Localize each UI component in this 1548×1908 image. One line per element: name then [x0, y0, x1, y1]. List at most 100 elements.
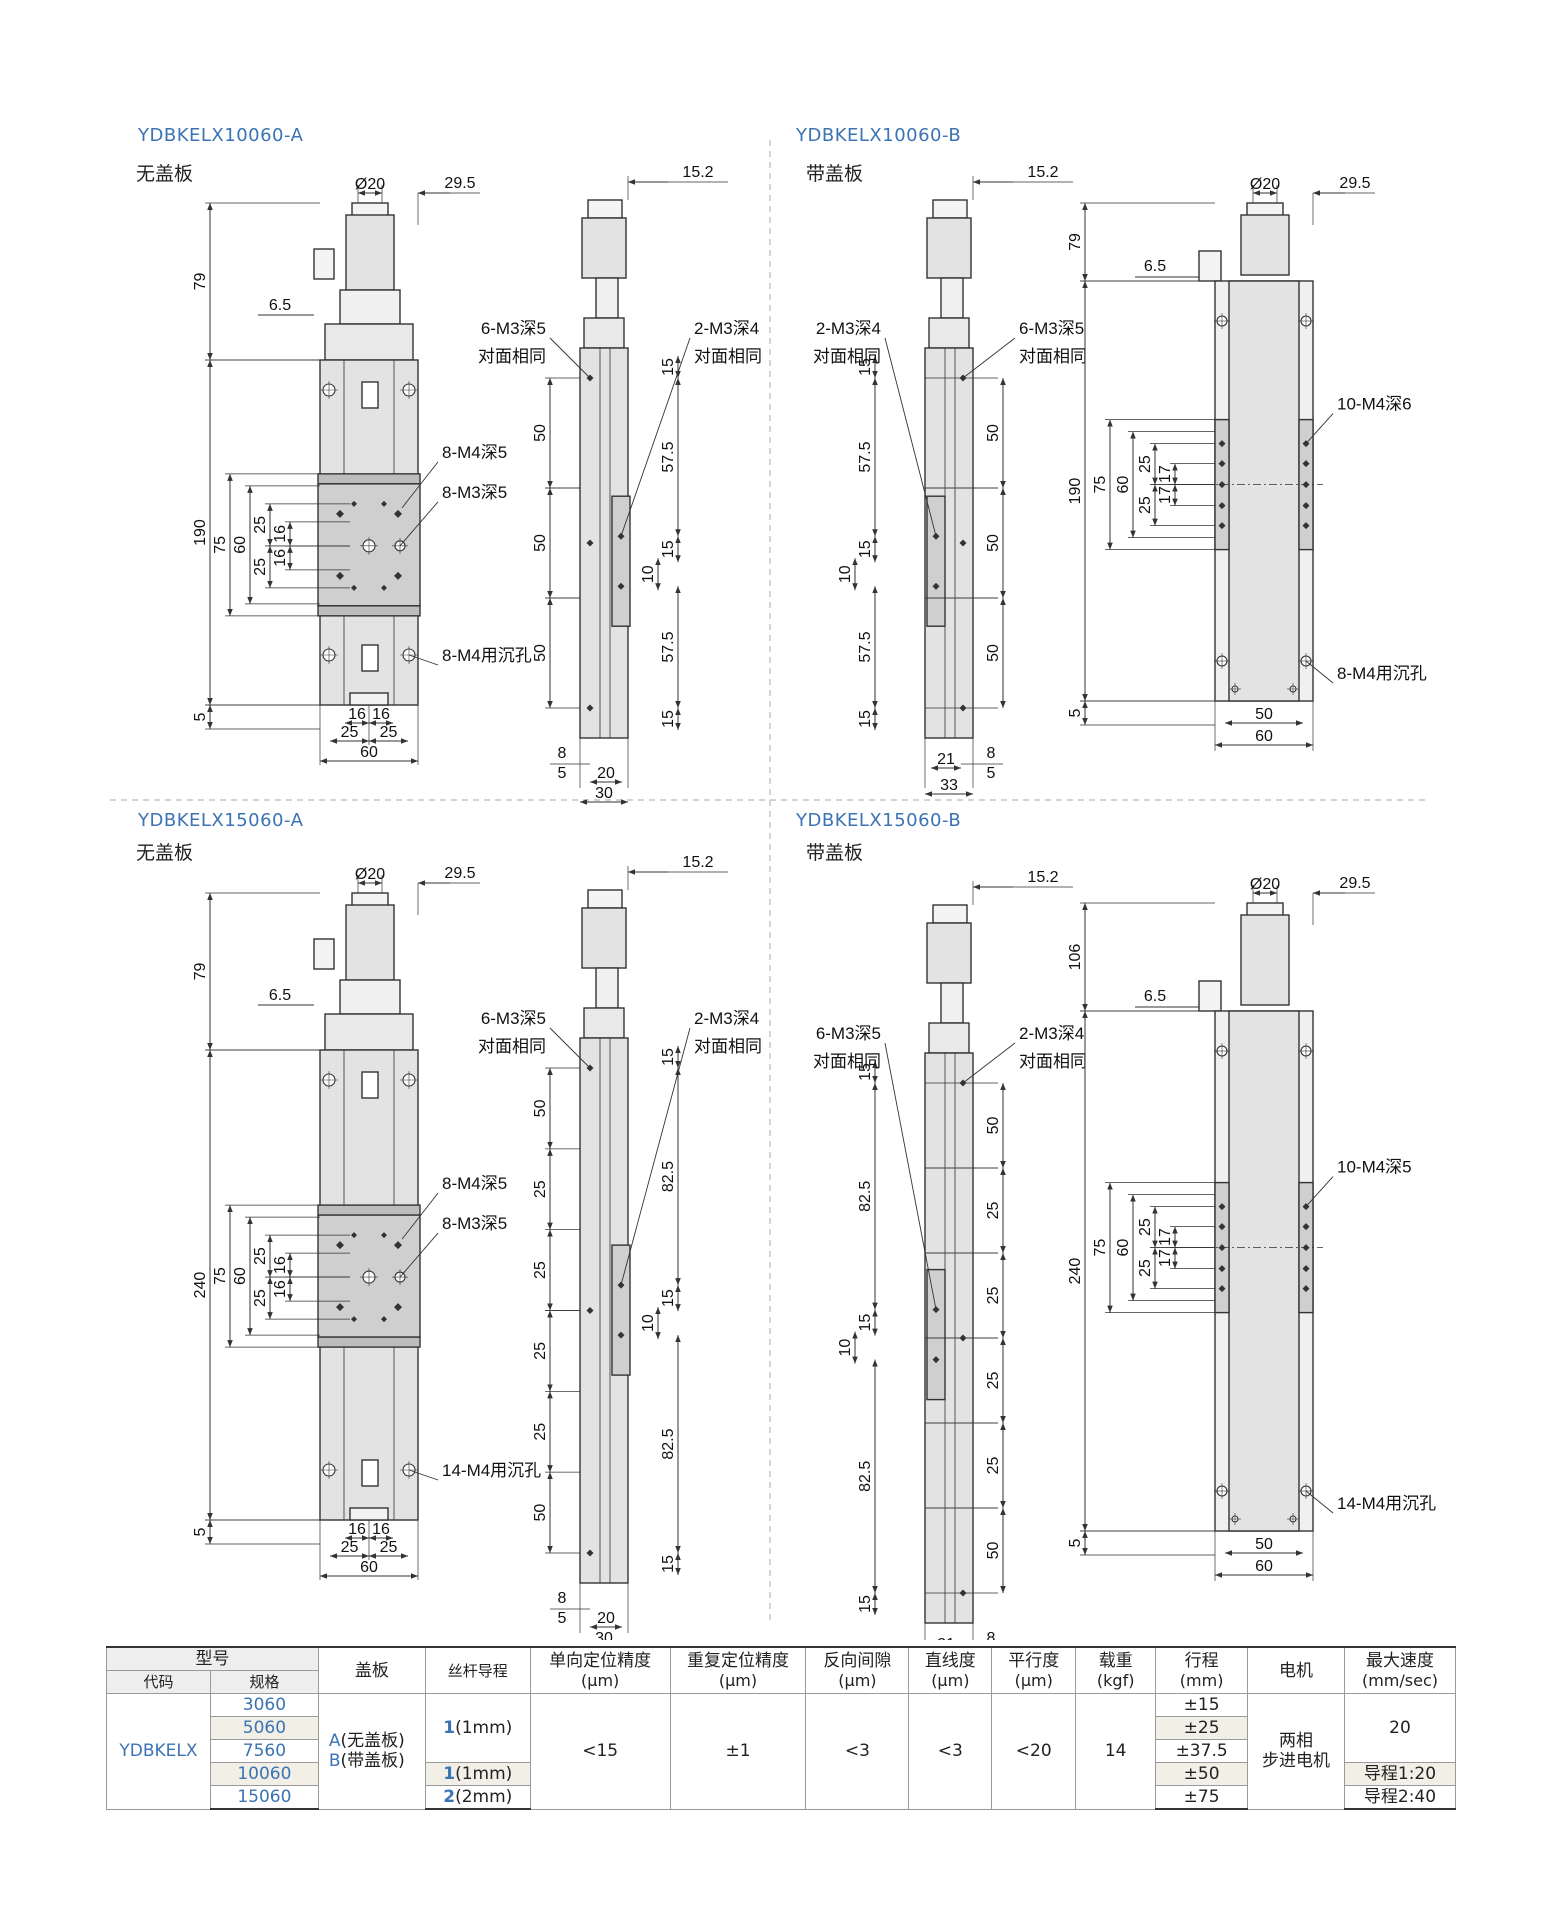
- cover-a-letter: A: [328, 1731, 341, 1752]
- th-code: 代码: [106, 1670, 211, 1694]
- cell-rep: ±1: [669, 1693, 807, 1810]
- dimension-label: 17: [1157, 1249, 1174, 1267]
- th-cover: 盖板: [317, 1646, 426, 1694]
- limit-switch: [361, 1071, 379, 1099]
- dimension-label: 5: [558, 765, 567, 782]
- dimension-label: 16: [372, 706, 390, 723]
- callout-label: 对面相同: [813, 1052, 881, 1071]
- dimension-label: 6.5: [1144, 988, 1166, 1005]
- cell-cover: A(无盖板) B(带盖板): [317, 1693, 426, 1810]
- dimension-label: 20: [597, 1610, 615, 1627]
- screw-1-num: 1: [443, 1718, 456, 1738]
- tapped-hole-mark: [381, 584, 387, 591]
- dimension-label: 60: [1255, 728, 1273, 745]
- cell-par: <20: [991, 1693, 1077, 1810]
- tapped-hole-mark: [1218, 1285, 1226, 1293]
- dimension-label: 82.5: [857, 1461, 874, 1492]
- dimension-label: 25: [1137, 455, 1154, 473]
- end-block: [349, 1507, 389, 1521]
- carriage-profile: [926, 495, 946, 627]
- coupling: [940, 277, 964, 319]
- dimension-label: 5: [192, 712, 209, 721]
- callout-label: 6-M3深5: [1019, 319, 1084, 338]
- dimension-label: 29.5: [444, 175, 475, 192]
- tapped-hole-mark: [394, 1303, 402, 1312]
- tapped-hole-mark: [1302, 460, 1310, 468]
- callout-leader: [620, 1027, 691, 1286]
- dimension-label: 21: [937, 1636, 955, 1640]
- tapped-hole-mark: [1302, 1265, 1310, 1273]
- tapped-hole-mark: [1218, 1203, 1226, 1211]
- dimension-label: 15.2: [1027, 869, 1058, 886]
- dimension-label: 29.5: [444, 865, 475, 882]
- th-back-unit: (μm): [838, 1670, 877, 1690]
- tapped-hole-mark: [1302, 502, 1310, 510]
- callout-label: 6-M3深5: [481, 319, 546, 338]
- tapped-hole-mark: [1218, 1265, 1226, 1273]
- dimension-label: 6.5: [269, 297, 291, 314]
- dimension-label: 75: [1092, 476, 1109, 494]
- callout-label: 10-M4深6: [1337, 395, 1412, 414]
- screw-2-num: 1: [443, 1764, 456, 1784]
- th-pos: 单向定位精度(μm): [529, 1646, 671, 1694]
- th-speed-label: 最大速度: [1365, 1650, 1434, 1671]
- cell-back: <3: [805, 1693, 910, 1810]
- callout-label: 对面相同: [1019, 1052, 1087, 1071]
- callout-leader: [620, 337, 691, 537]
- dimension-label: 16: [272, 1256, 289, 1274]
- callout-label: 14-M4用沉孔: [1337, 1494, 1436, 1513]
- screw-3-text: (2mm): [455, 1787, 513, 1807]
- dimension-label: 50: [985, 1542, 1002, 1560]
- cell-str: <3: [908, 1693, 993, 1810]
- th-back: 反向间隙(μm): [805, 1646, 910, 1694]
- dimension-label: 25: [1137, 1218, 1154, 1236]
- panel-title: YDBKELX10060-A: [138, 125, 304, 146]
- dimension-label: 16: [272, 1280, 289, 1298]
- callout-leader: [401, 1192, 439, 1240]
- dimension-label: 10: [837, 565, 854, 583]
- dimension-label: 25: [252, 1247, 269, 1265]
- coupling: [940, 982, 964, 1024]
- motor-body: [926, 217, 972, 279]
- dimension-label: 15: [660, 1048, 677, 1066]
- sensor-bracket: [313, 938, 335, 970]
- sensor-bracket: [1198, 980, 1222, 1012]
- th-str: 直线度(μm): [908, 1646, 993, 1694]
- th-load-label: 载重: [1098, 1650, 1133, 1671]
- dimension-label: 17: [1157, 486, 1174, 504]
- dimension-label: 15: [857, 1595, 874, 1613]
- motor-line-1: 两相: [1279, 1731, 1314, 1752]
- cell-speed-2: 导程1:20: [1343, 1762, 1457, 1786]
- dimension-label: 50: [985, 644, 1002, 662]
- dimension-label: 33: [940, 777, 958, 794]
- callout-label: 6-M3深5: [816, 1024, 881, 1043]
- dimension-label: 50: [532, 424, 549, 442]
- callout-label: 对面相同: [694, 1037, 762, 1056]
- dimension-label: 15: [660, 1555, 677, 1573]
- motor-line-2: 步进电机: [1262, 1751, 1331, 1772]
- dimension-label: 25: [985, 1287, 1002, 1305]
- cell-spec: 15060: [209, 1785, 319, 1810]
- panel-title: YDBKELX10060-B: [796, 125, 962, 146]
- callout-label: 6-M3深5: [481, 1009, 546, 1028]
- callout-label: 对面相同: [478, 347, 546, 366]
- coupling-housing: [339, 289, 401, 325]
- tapped-hole-mark: [1218, 502, 1226, 510]
- th-pos-unit: (μm): [581, 1670, 620, 1690]
- callout-leader: [1305, 1490, 1334, 1514]
- dimension-label: 106: [1067, 944, 1084, 971]
- dimension-label: 50: [985, 534, 1002, 552]
- callout-label: 8-M4深5: [442, 1174, 507, 1193]
- dimension-label: 5: [1067, 1538, 1084, 1547]
- th-par-unit: (μm): [1014, 1670, 1053, 1690]
- tapped-hole-mark: [1218, 522, 1226, 530]
- dimension-label: 190: [192, 519, 209, 546]
- callout-leader: [408, 654, 439, 666]
- motor-body: [345, 904, 395, 981]
- motor-body: [581, 217, 627, 279]
- dimension-label: 15: [660, 1289, 677, 1307]
- dimension-label: 10: [640, 1314, 657, 1332]
- dimension-label: 79: [192, 273, 209, 291]
- callout-leader: [1305, 660, 1334, 684]
- cell-screw-3: 2(2mm): [424, 1785, 531, 1810]
